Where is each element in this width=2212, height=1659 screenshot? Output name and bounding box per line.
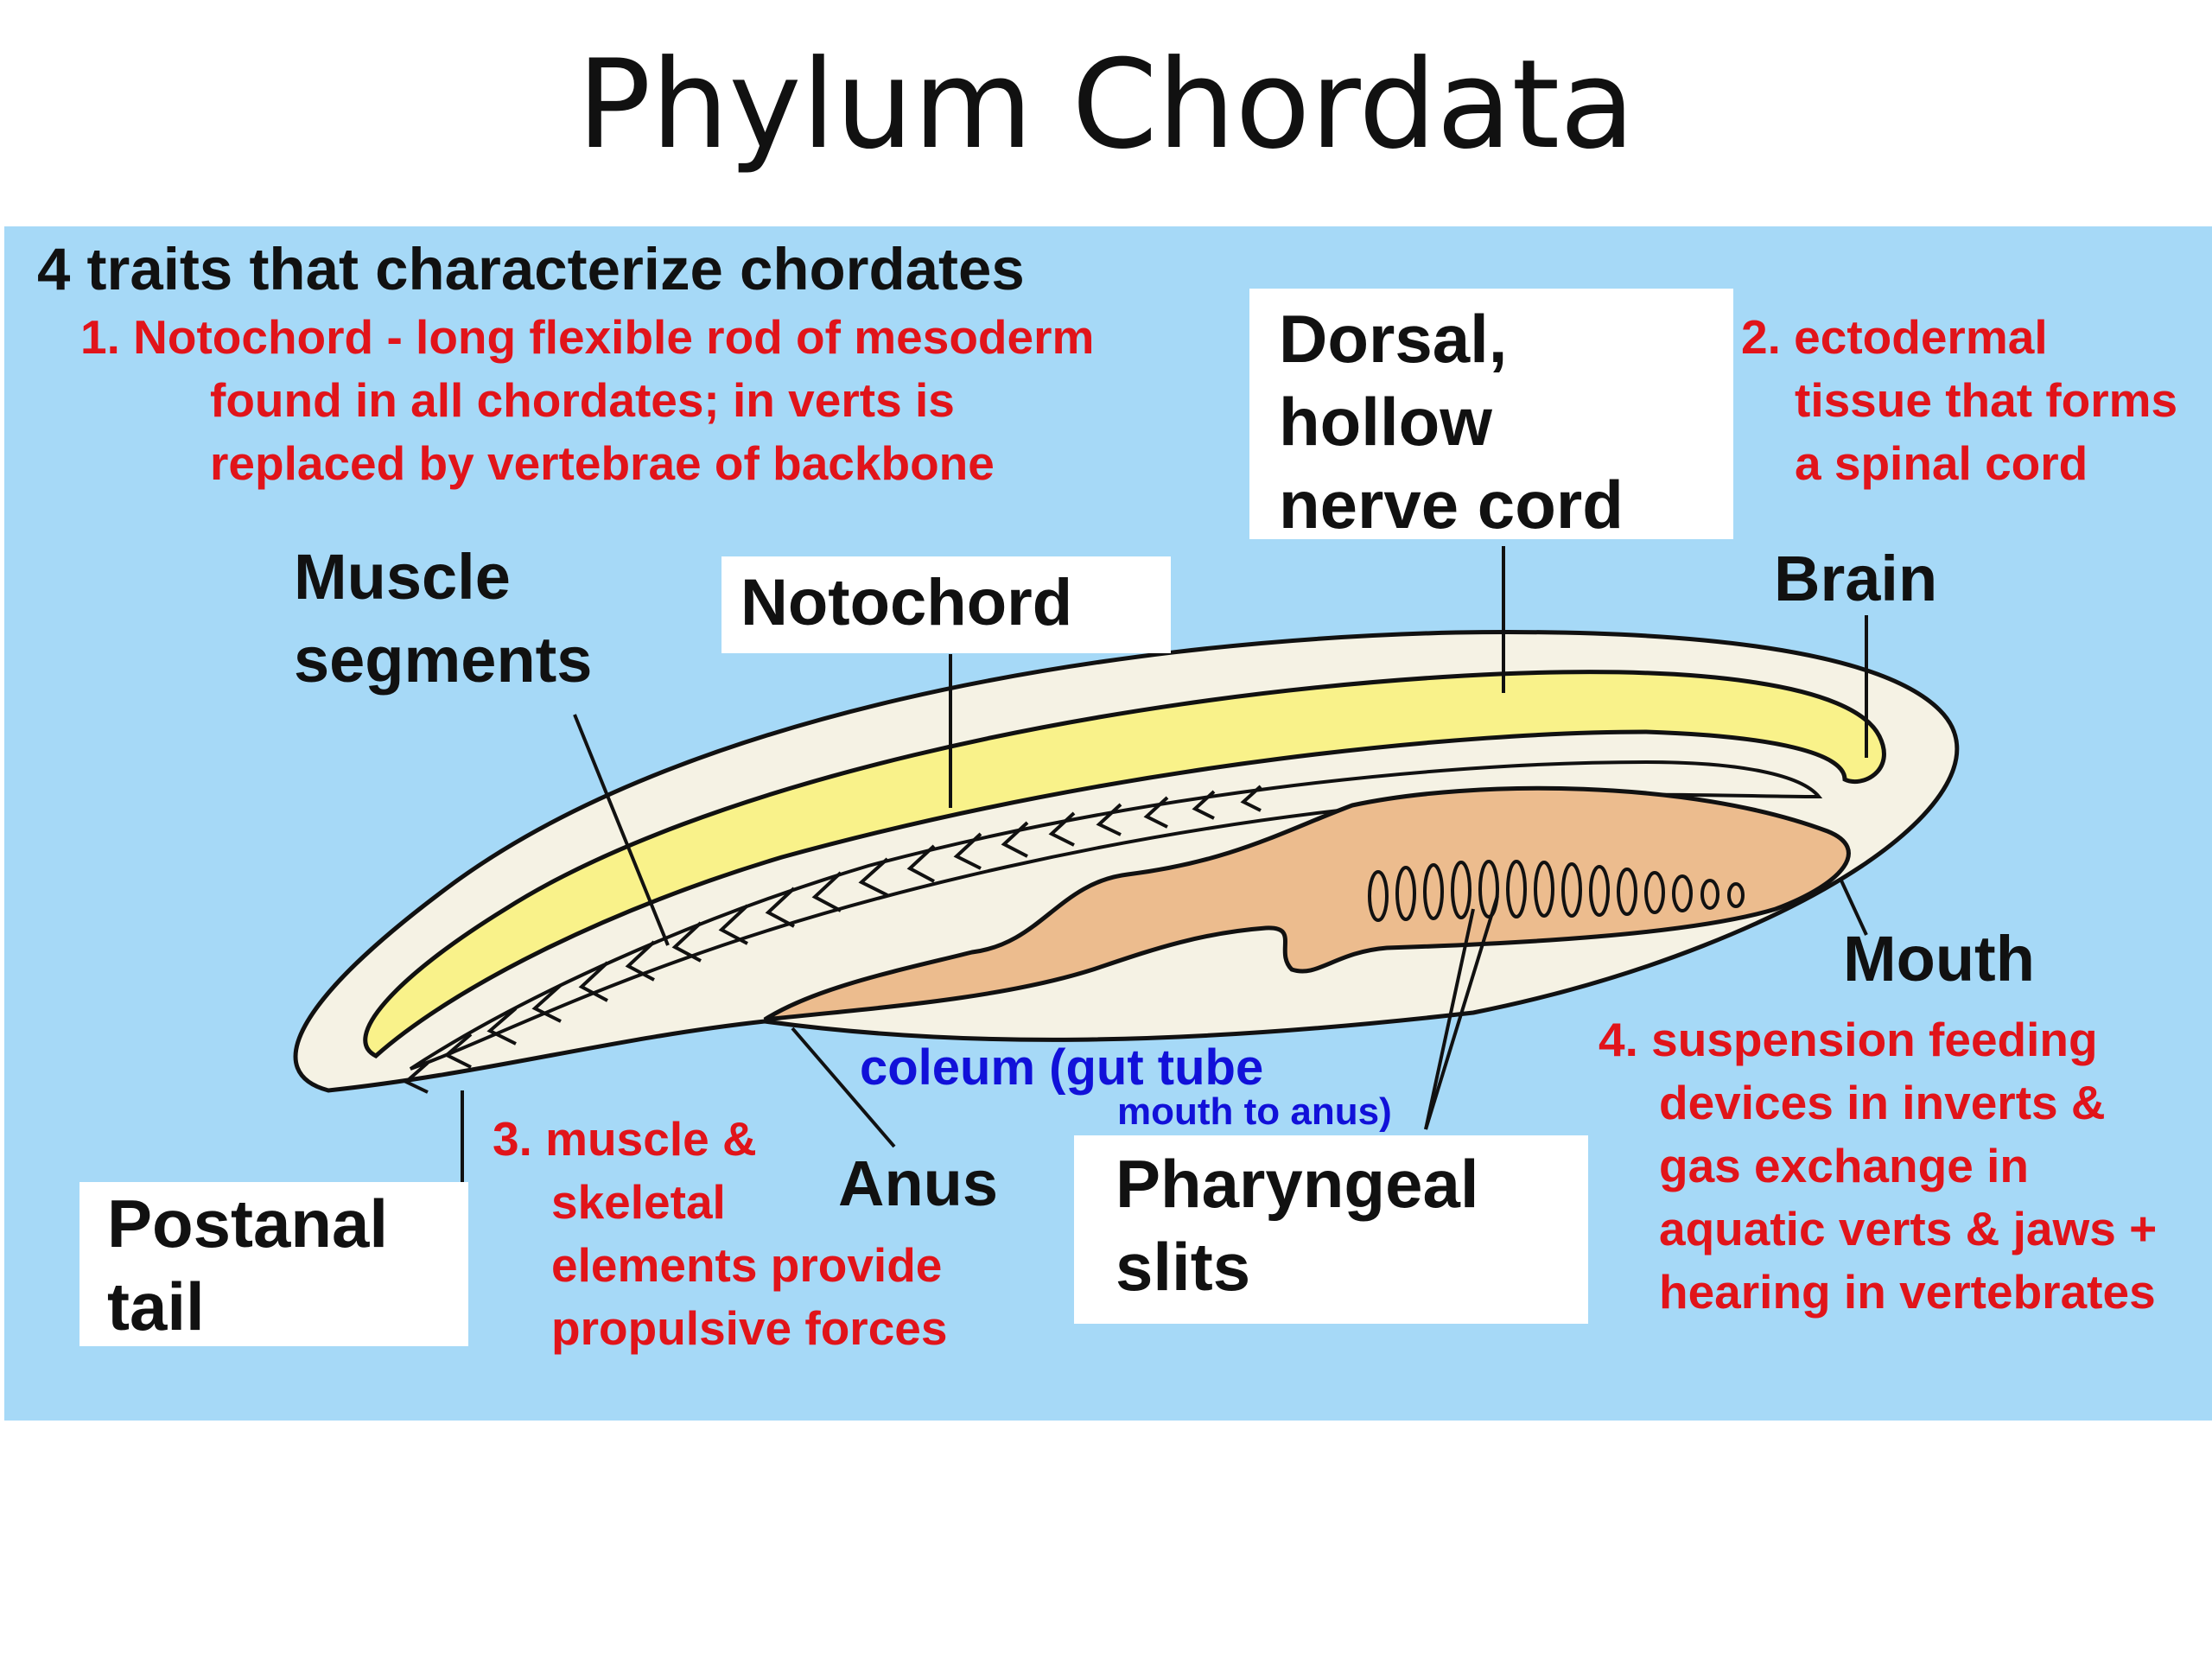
notochord-label: Notochord: [721, 556, 1171, 653]
anus-label: Anus: [838, 1147, 998, 1219]
slide-title: Phylum Chordata: [576, 34, 1636, 176]
muscle-segments-label: Muscle segments: [294, 536, 592, 702]
trait-2-line: a spinal cord: [1795, 436, 2088, 490]
postanal-tail-line: Postanal: [107, 1185, 389, 1262]
trait-4-text: 4. suspension feeding devices in inverts…: [1599, 1008, 2157, 1324]
nerve-cord-shape: [363, 670, 1886, 1058]
pharyngeal-slits-line: slits: [1116, 1229, 1251, 1305]
trait-1-line: 1. Notochord - long flexible rod of meso…: [80, 310, 1095, 364]
pharyngeal-slits-line: Pharyngeal: [1116, 1146, 1479, 1222]
postanal-tail-label: Postanal tail: [79, 1182, 468, 1346]
trait-2-text: 2. ectodermal tissue that forms a spinal…: [1741, 306, 2177, 495]
diagram-heading: 4 traits that characterize chordates: [37, 236, 1025, 302]
chordate-body-diagram: [293, 546, 1960, 1185]
dorsal-nerve-cord-line: nerve cord: [1279, 467, 1624, 543]
coleum-label: coleum (gut tube: [860, 1039, 1264, 1096]
dorsal-nerve-cord-line: Dorsal,: [1279, 301, 1508, 377]
gill-slits: [1368, 860, 1745, 922]
notochord-shape: [409, 760, 1823, 1071]
pointer-lines: [461, 546, 1868, 1185]
trait-4-line: 4. suspension feeding: [1599, 1013, 2098, 1066]
muscle-chevrons: [403, 785, 1262, 1094]
dorsal-nerve-cord-line: hollow: [1279, 384, 1492, 460]
brain-label: Brain: [1774, 543, 1938, 614]
postanal-tail-line: tail: [107, 1268, 205, 1344]
trait-3-line: 3. muscle &: [493, 1112, 757, 1166]
trait-3-line: propulsive forces: [551, 1301, 948, 1355]
trait-4-line: hearing in vertebrates: [1659, 1265, 2156, 1319]
dorsal-nerve-cord-label: Dorsal, hollow nerve cord: [1249, 289, 1733, 543]
gut-shape: [763, 785, 1851, 1022]
trait-1-line: replaced by vertebrae of backbone: [210, 436, 995, 490]
trait-3-text: 3. muscle & skeletal elements provide pr…: [493, 1108, 947, 1360]
mouth-label: Mouth: [1843, 923, 2035, 995]
body-outline: [293, 630, 1960, 1093]
pharyngeal-slits-label: Pharyngeal slits: [1074, 1135, 1588, 1324]
trait-1-line: found in all chordates; in verts is: [210, 373, 955, 427]
trait-2-line: tissue that forms: [1795, 373, 2178, 427]
trait-3-line: elements provide: [551, 1238, 943, 1292]
trait-1-text: 1. Notochord - long flexible rod of meso…: [80, 306, 1094, 495]
muscle-segments-line: Muscle: [294, 541, 511, 613]
trait-4-line: devices in inverts &: [1659, 1076, 2106, 1129]
trait-3-line: skeletal: [551, 1175, 726, 1229]
trait-4-line: gas exchange in: [1659, 1139, 2029, 1192]
diagram-panel: 4 traits that characterize chordates 1. …: [4, 226, 2212, 1421]
coleum-sublabel: mouth to anus): [1117, 1090, 1392, 1133]
trait-2-line: 2. ectodermal: [1741, 310, 2048, 364]
muscle-segments-line: segments: [294, 624, 593, 696]
trait-4-line: aquatic verts & jaws +: [1659, 1202, 2158, 1255]
